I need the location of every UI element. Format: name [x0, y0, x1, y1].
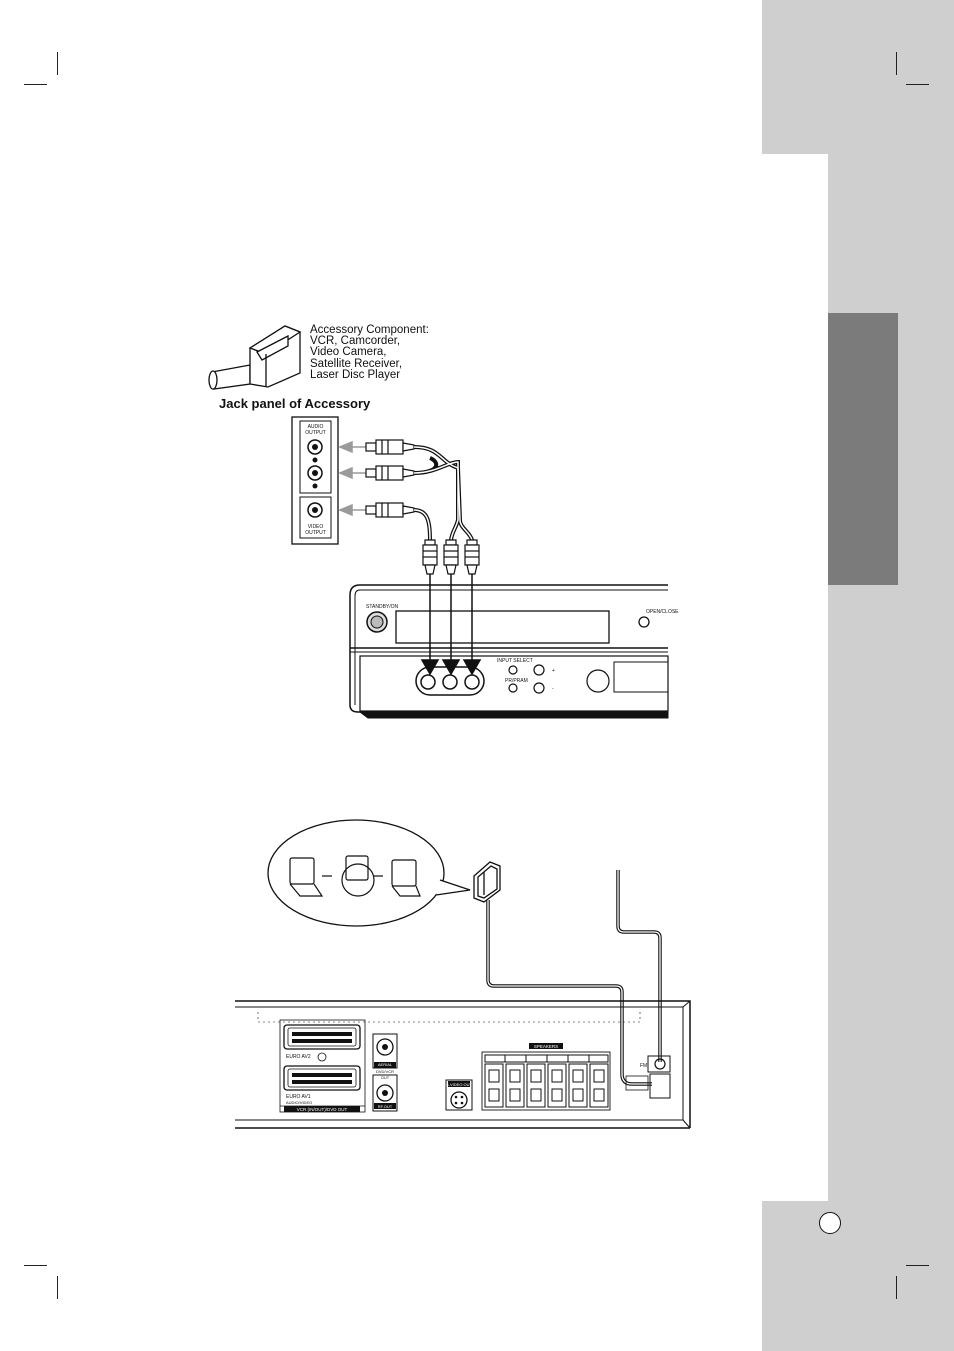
- euro-av2-label: EURO AV2: [286, 1054, 311, 1060]
- crop-mark: [24, 1265, 47, 1266]
- speakers-label: SPEAKERS: [534, 1044, 558, 1049]
- prog-label: PR/PRAM: [505, 678, 528, 684]
- audio-output-label: AUDIO: [308, 424, 324, 430]
- plus-label: +: [552, 668, 555, 674]
- page-number-circle: [819, 1212, 841, 1234]
- audio-output-label-2: OUTPUT: [305, 430, 326, 436]
- video-jack-icon: [307, 502, 323, 518]
- rca-plug-vertical-icon: [422, 539, 480, 575]
- input-select-label: INPUT SELECT: [497, 658, 533, 664]
- vcr-out-label: VCR (IN/OUT)/DVD OUT: [297, 1107, 348, 1112]
- crop-mark: [57, 1276, 58, 1299]
- section-tab: [828, 313, 898, 585]
- accessory-line: VCR, Camcorder,: [310, 335, 401, 348]
- rca-plug-horizontal-icon: [365, 439, 415, 518]
- crop-mark: [906, 1265, 929, 1266]
- am-loop-antenna-icon: [473, 861, 501, 903]
- crop-mark: [57, 52, 58, 75]
- scart-pins: [284, 1032, 563, 1112]
- minus-label: -: [552, 686, 554, 692]
- crop-mark: [896, 52, 897, 75]
- video-output-label-2: OUTPUT: [305, 530, 326, 536]
- am-loop-assembly-balloon: [267, 819, 471, 927]
- euro-av1-sub-label: AUDIO/VIDEO: [286, 1100, 312, 1105]
- video-output-label: VIDEO: [308, 524, 324, 530]
- accessory-line: Video Camera,: [310, 346, 387, 359]
- speaker-terminals: [484, 1054, 609, 1108]
- jack-panel-title: Jack panel of Accessory: [219, 396, 371, 411]
- dvd-vcr-out-label-2: OUT: [381, 1075, 390, 1080]
- open-close-label: OPEN/CLOSE: [646, 609, 679, 615]
- standby-label: STANDBY/ON: [366, 604, 399, 610]
- accessory-line: Laser Disc Player: [310, 368, 401, 381]
- crop-mark: [24, 84, 47, 85]
- accessory-line: Accessory Component:: [310, 324, 429, 336]
- euro-av1-label: EURO AV1: [286, 1094, 311, 1100]
- crop-mark: [896, 1276, 897, 1299]
- audio-l-jack-icon: [307, 465, 323, 489]
- audio-r-jack-icon: [307, 439, 323, 463]
- accessory-line: Satellite Receiver,: [310, 357, 403, 370]
- sidebar-bottom-block: [762, 1201, 954, 1351]
- s-video-label: S-VIDEO OUT: [446, 1082, 473, 1087]
- crop-mark: [906, 84, 929, 85]
- fm-label: FM: [640, 1063, 647, 1069]
- camcorder-icon: [208, 325, 302, 390]
- accessory-description: Accessory Component: VCR, Camcorder, Vid…: [310, 324, 429, 381]
- dvd-vcr-out-label: DVD/VCR: [376, 1069, 394, 1074]
- aerial-label: AERIAL: [378, 1062, 393, 1067]
- sidebar-top-block: [762, 0, 954, 154]
- rf-out-label: RF.OUT: [378, 1104, 393, 1109]
- dvd-front-panel: [349, 584, 669, 719]
- connection-arrows: [420, 574, 482, 676]
